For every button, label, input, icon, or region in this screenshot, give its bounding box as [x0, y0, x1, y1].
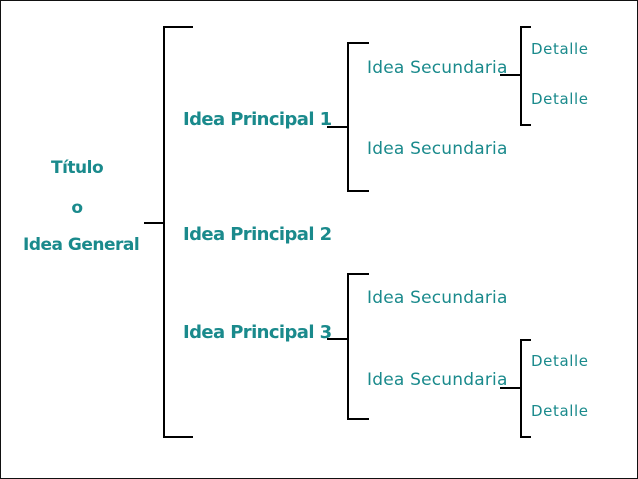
principal-idea-3: Idea Principal 3 [183, 322, 332, 343]
connector-secondary-4 [500, 387, 522, 389]
connector-secondary-1 [500, 74, 522, 76]
principal-idea-1: Idea Principal 1 [183, 109, 332, 130]
title-line-2: o [71, 198, 83, 218]
secondary-bracket-bottom [347, 273, 369, 420]
detail-3: Detalle [531, 352, 589, 370]
detail-bracket-top [520, 26, 531, 126]
connector-principal-3 [327, 338, 349, 340]
detail-2: Detalle [531, 90, 589, 108]
principal-idea-2: Idea Principal 2 [183, 224, 332, 245]
detail-1: Detalle [531, 40, 589, 58]
detail-bracket-bottom [520, 339, 531, 438]
secondary-idea-1: Idea Secundaria [367, 58, 508, 78]
connector-principal-1 [327, 126, 349, 128]
secondary-idea-3: Idea Secundaria [367, 288, 508, 308]
secondary-idea-4: Idea Secundaria [367, 370, 508, 390]
secondary-idea-2: Idea Secundaria [367, 139, 508, 159]
title-line-1: Título [51, 158, 104, 178]
secondary-bracket-top [347, 42, 369, 192]
title-line-3: Idea General [23, 235, 140, 255]
connector-title [144, 222, 165, 224]
detail-4: Detalle [531, 402, 589, 420]
main-bracket [163, 26, 193, 438]
